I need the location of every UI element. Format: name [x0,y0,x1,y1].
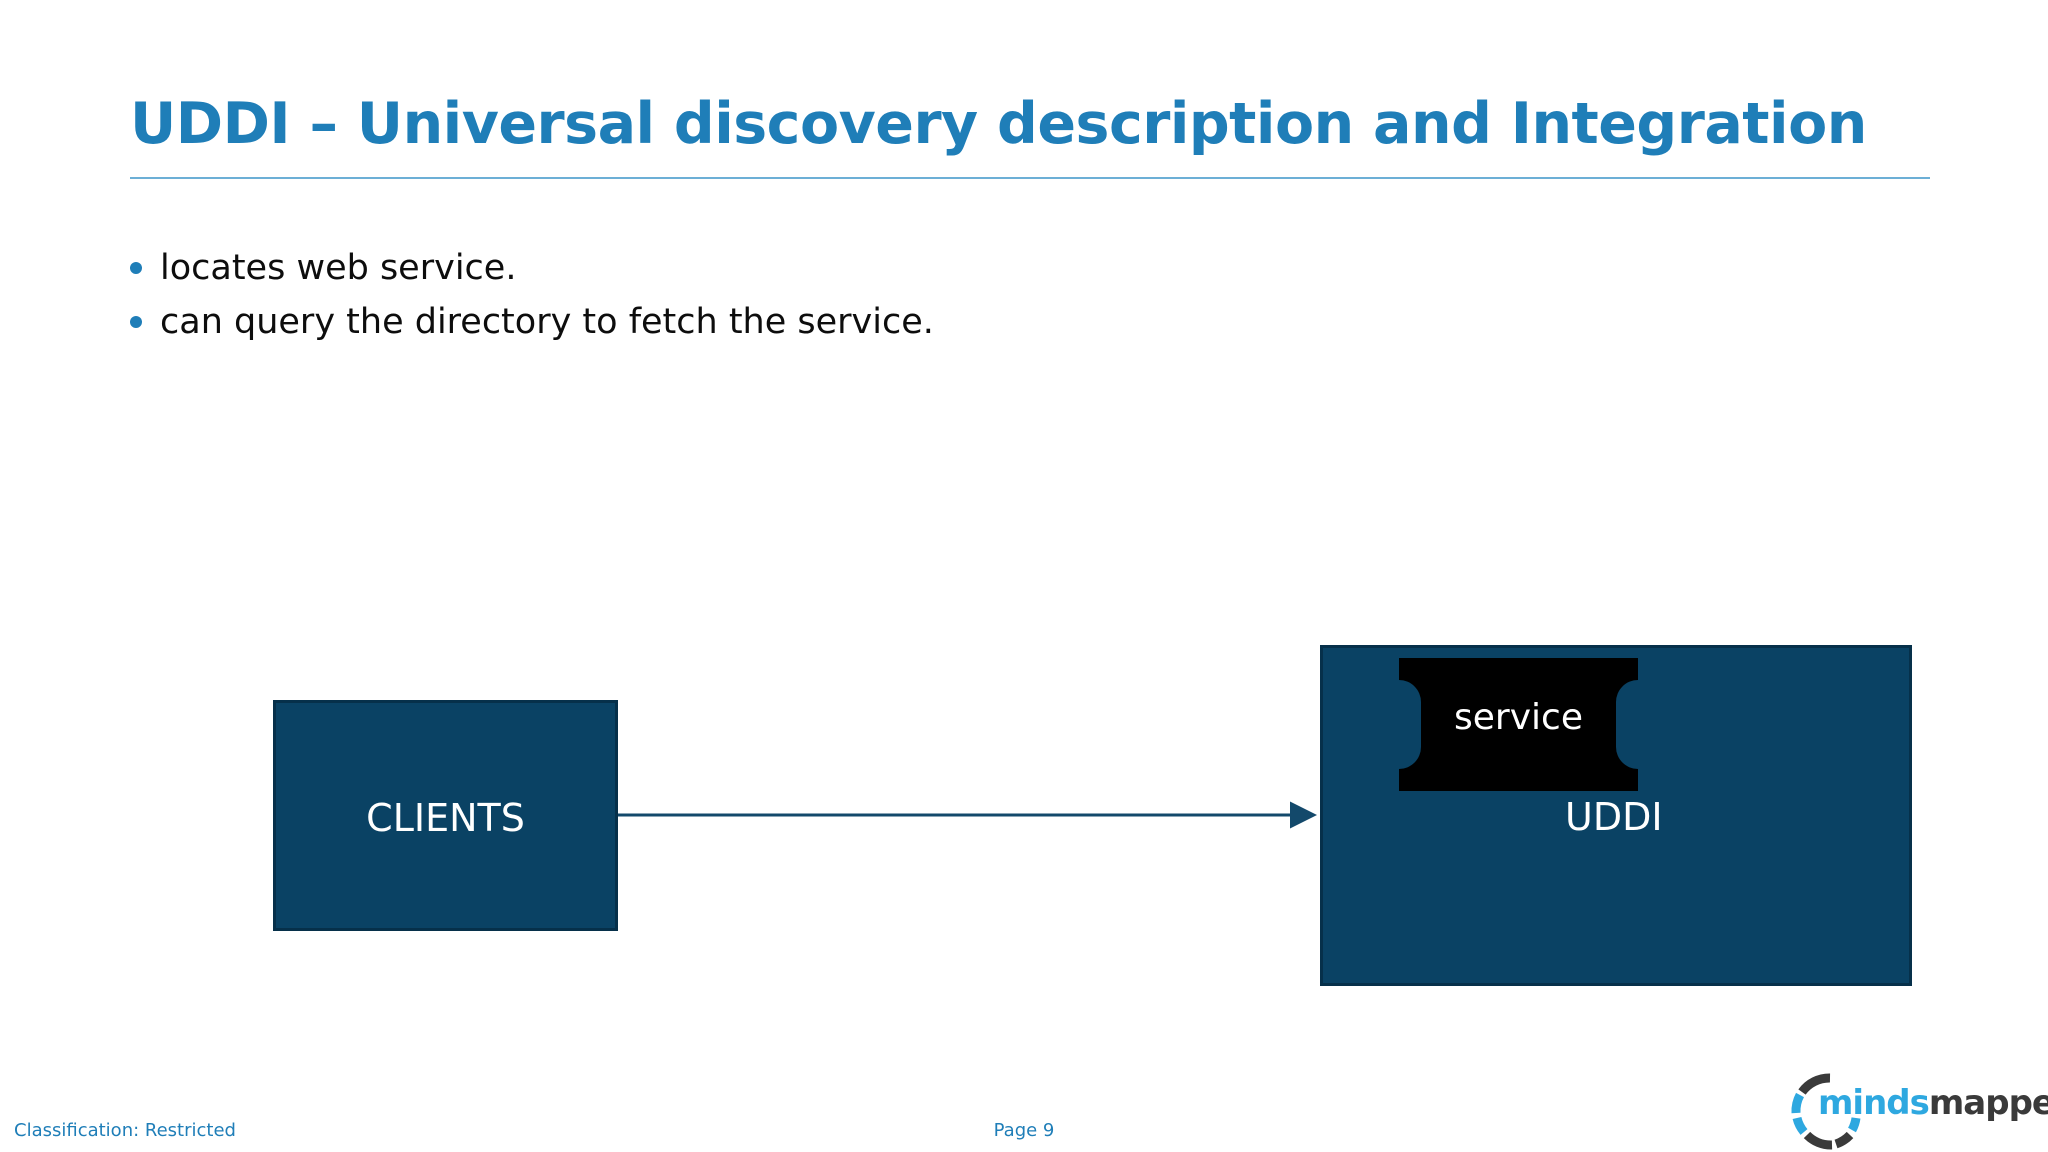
bullet-text: can query the directory to fetch the ser… [160,302,934,343]
bullet-dot-icon [130,316,142,329]
node-service-label: service [1454,697,1583,738]
node-service[interactable] [1399,658,1638,791]
logo-wordmark: mindsmapped [1818,1083,2048,1123]
node-uddi-label: UDDI [1565,795,1663,839]
bullet-text: locates web service. [160,248,517,288]
page-title: UDDI – Universal discovery description a… [130,91,1867,157]
logo-text-mapped: mapped [1928,1083,2048,1123]
footer-page-number: Page 9 [993,1120,1055,1141]
list-item: locates web service. [130,248,1630,288]
logo-text-minds: minds [1818,1083,1930,1123]
mindsmapped-logo-icon [1791,1073,1861,1150]
bullet-dot-icon [130,262,142,274]
node-clients[interactable]: CLIENTS [273,700,618,931]
title-block: UDDI – Universal discovery description a… [130,91,1930,157]
bullet-list: locates web service. can query the direc… [130,248,1630,357]
footer-classification: Classification: Restricted [14,1120,236,1141]
node-clients-label: CLIENTS [366,796,525,840]
title-divider [130,177,1930,179]
list-item: can query the directory to fetch the ser… [130,302,1630,342]
